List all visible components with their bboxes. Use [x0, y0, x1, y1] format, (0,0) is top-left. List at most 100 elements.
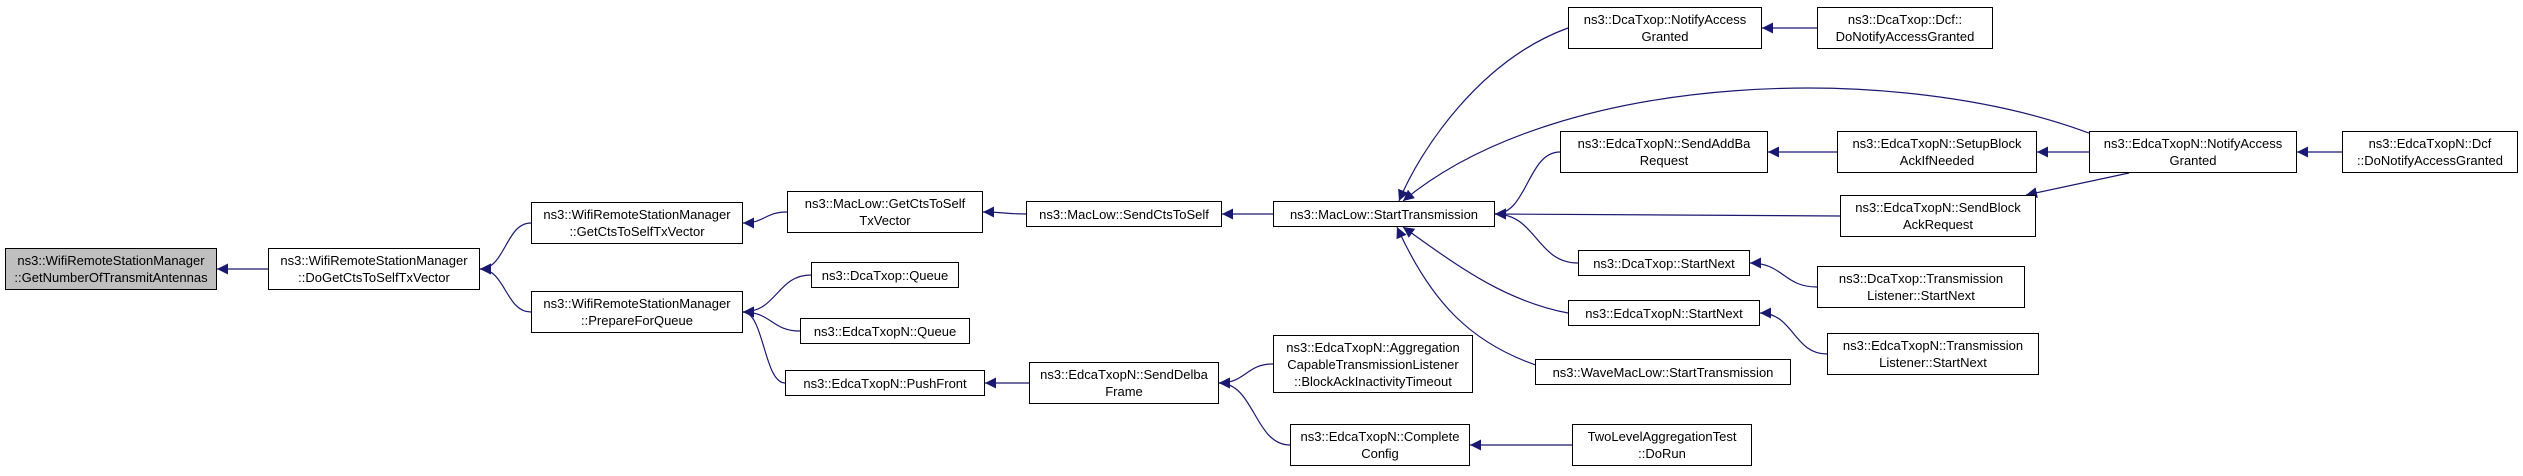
- node-label-line: ns3::MacLow::GetCtsToSelf: [804, 196, 966, 211]
- node-label: ns3::WifiRemoteStationManager::GetCtsToS…: [543, 206, 730, 240]
- node-label-line: Granted: [1641, 29, 1689, 44]
- node-label: ns3::WifiRemoteStationManager::GetNumber…: [14, 252, 207, 286]
- node-label-line: ::GetNumberOfTransmitAntennas: [14, 270, 208, 285]
- node-label-line: Request: [1639, 153, 1689, 168]
- node-edcadcf[interactable]: ns3::EdcaTxopN::Dcf::DoNotifyAccessGrant…: [2342, 131, 2518, 173]
- node-label-line: ::PrepareForQueue: [580, 313, 693, 328]
- node-twolevel[interactable]: TwoLevelAggregationTest::DoRun: [1572, 424, 1752, 466]
- node-label-line: ns3::EdcaTxopN::SendDelba: [1040, 367, 1208, 382]
- node-label: ns3::WifiRemoteStationManager::PrepareFo…: [543, 295, 730, 329]
- node-label-line: ns3::EdcaTxopN::Aggregation: [1286, 339, 1460, 355]
- edge-dcatlsn-to-dcastartnext: [1749, 257, 1818, 288]
- node-wavemaclow[interactable]: ns3::WaveMacLow::StartTransmission: [1535, 359, 1791, 385]
- edge-maclowget-to-getcts: [742, 211, 788, 229]
- node-label: ns3::WaveMacLow::StartTransmission: [1553, 364, 1774, 381]
- node-getcts[interactable]: ns3::WifiRemoteStationManager::GetCtsToS…: [531, 202, 743, 244]
- node-label-line: TxVector: [859, 213, 911, 228]
- edge-edcanotify-to-starttx: [1402, 87, 2095, 202]
- node-label-line: ::GetCtsToSelfTxVector: [569, 224, 705, 239]
- node-label: ns3::EdcaTxopN::PushFront: [803, 375, 966, 392]
- node-label-line: ns3::WifiRemoteStationManager: [543, 296, 731, 311]
- node-label-line: ns3::WaveMacLow::StartTransmission: [1552, 364, 1774, 380]
- edge-sendaddba-to-starttx: [1494, 151, 1561, 220]
- node-prepare[interactable]: ns3::WifiRemoteStationManager::PrepareFo…: [531, 291, 743, 333]
- node-label-line: ns3::EdcaTxopN::SendAddBa: [1577, 136, 1751, 151]
- node-dcastartnext[interactable]: ns3::DcaTxop::StartNext: [1578, 250, 1750, 276]
- node-label: ns3::DcaTxop::Dcf::DoNotifyAccessGranted: [1836, 11, 1975, 45]
- edge-aggtimeout-to-senddelba: [1218, 363, 1274, 389]
- edge-wavemaclow-to-starttx: [1396, 226, 1546, 369]
- node-label-line: ns3::DcaTxop::Dcf::: [1847, 12, 1963, 27]
- node-label-line: AckIfNeeded: [1899, 153, 1975, 168]
- node-label-line: CapableTransmissionListener: [1287, 356, 1459, 372]
- edge-dcaqueue-to-prepare: [742, 274, 812, 318]
- node-label-line: AckRequest: [1902, 217, 1974, 232]
- edge-getcts-to-doget: [479, 222, 532, 275]
- node-label-line: ns3::EdcaTxopN::Transmission: [1842, 338, 2024, 353]
- node-label: TwoLevelAggregationTest::DoRun: [1588, 428, 1737, 462]
- node-pushfront[interactable]: ns3::EdcaTxopN::PushFront: [785, 370, 985, 396]
- node-label-line: ns3::EdcaTxopN::PushFront: [803, 375, 967, 391]
- node-label-line: ns3::DcaTxop::NotifyAccess: [1583, 12, 1747, 27]
- node-label-line: Granted: [2169, 153, 2217, 168]
- node-label-line: Frame: [1105, 384, 1143, 399]
- node-label: ns3::MacLow::StartTransmission: [1290, 206, 1478, 223]
- node-root: ns3::WifiRemoteStationManager::GetNumber…: [5, 248, 217, 290]
- node-label-line: DoNotifyAccessGranted: [1835, 29, 1975, 44]
- node-label-line: ns3::EdcaTxopN::Complete: [1300, 429, 1460, 444]
- edge-prepare-to-doget: [479, 263, 532, 313]
- node-label-line: ns3::DcaTxop::StartNext: [1593, 255, 1735, 271]
- node-label-line: Listener::StartNext: [1867, 288, 1975, 303]
- node-dcfnotify[interactable]: ns3::DcaTxop::Dcf::DoNotifyAccessGranted: [1817, 7, 1993, 49]
- node-label-line: ::DoNotifyAccessGranted: [2357, 153, 2503, 168]
- node-doget[interactable]: ns3::WifiRemoteStationManager::DoGetCtsT…: [268, 248, 480, 290]
- node-label-line: ns3::DcaTxop::Transmission: [1838, 271, 2004, 286]
- node-edcaqueue[interactable]: ns3::EdcaTxopN::Queue: [800, 318, 970, 344]
- edge-edcastartnext-to-starttx: [1402, 226, 1569, 314]
- node-starttx[interactable]: ns3::MacLow::StartTransmission: [1273, 201, 1495, 227]
- edge-sendblock-to-starttx: [1494, 208, 1841, 220]
- edge-pushfront-to-prepare: [742, 306, 786, 384]
- edge-dcastartnext-to-starttx: [1494, 208, 1579, 264]
- node-label-line: ns3::MacLow::SendCtsToSelf: [1039, 206, 1209, 222]
- node-label-line: ns3::WifiRemoteStationManager: [17, 253, 205, 268]
- edge-edcanotify-to-sendblock: [2025, 172, 2130, 199]
- node-label: ns3::MacLow::SendCtsToSelf: [1039, 206, 1209, 223]
- node-label: ns3::EdcaTxopN::Dcf::DoNotifyAccessGrant…: [2357, 135, 2503, 169]
- node-label-line: ns3::EdcaTxopN::SetupBlock: [1852, 136, 2022, 151]
- node-sendcts[interactable]: ns3::MacLow::SendCtsToSelf: [1026, 201, 1222, 227]
- node-label: ns3::EdcaTxopN::Queue: [814, 323, 956, 340]
- node-edcastartnext[interactable]: ns3::EdcaTxopN::StartNext: [1568, 300, 1760, 326]
- node-label: ns3::DcaTxop::Queue: [822, 267, 948, 284]
- node-label-line: ns3::EdcaTxopN::NotifyAccess: [2103, 136, 2283, 151]
- node-label: ns3::DcaTxop::StartNext: [1593, 255, 1735, 272]
- node-label-line: ns3::WifiRemoteStationManager: [280, 253, 468, 268]
- node-label-line: TwoLevelAggregationTest: [1587, 429, 1737, 444]
- node-label-line: ns3::EdcaTxopN::Queue: [813, 323, 957, 339]
- node-label-line: ::BlockAckInactivityTimeout: [1294, 373, 1452, 389]
- node-dcaqueue[interactable]: ns3::DcaTxop::Queue: [811, 262, 959, 288]
- edge-sendcts-to-maclowget: [982, 206, 1027, 218]
